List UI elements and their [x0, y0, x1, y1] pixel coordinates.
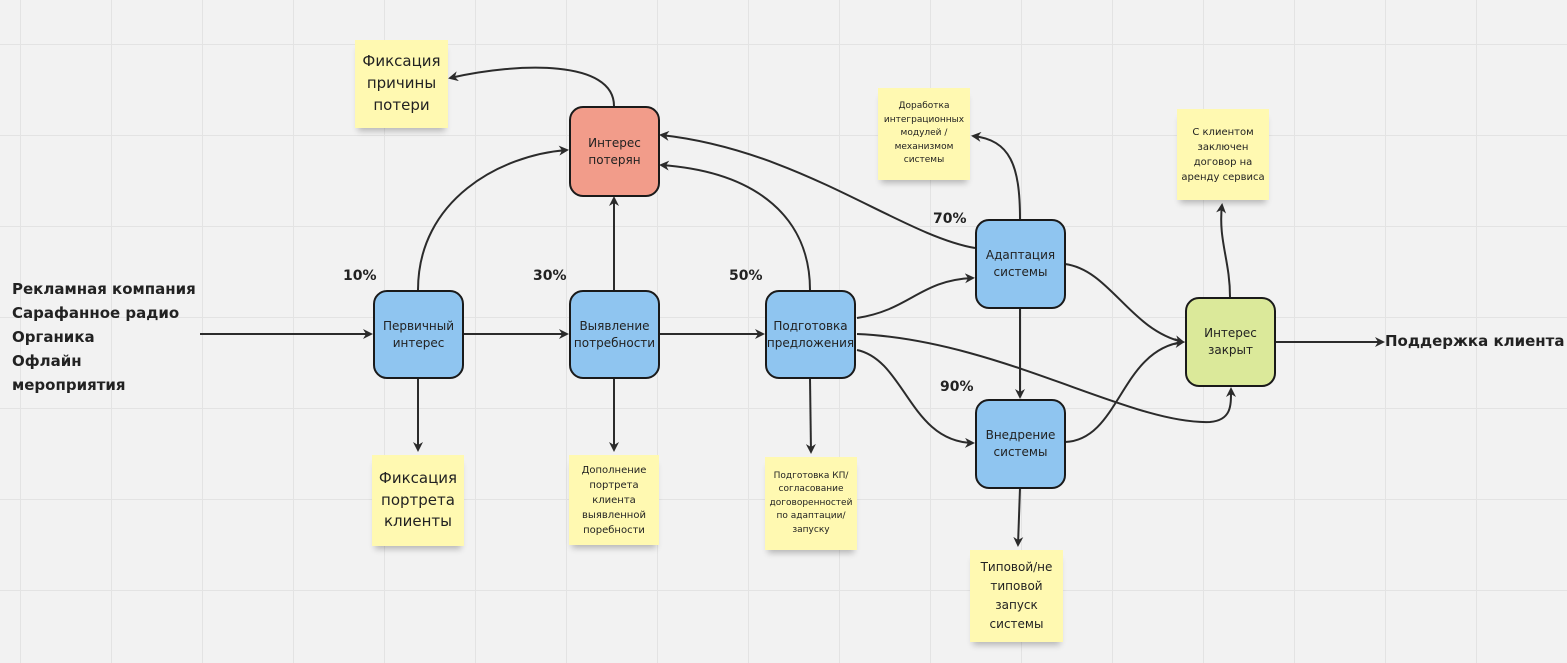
client-support-label: Поддержка клиента	[1385, 332, 1565, 350]
percent-90: 90%	[940, 379, 974, 395]
sticky-contract[interactable]: С клиентом заключен договор на аренду се…	[1177, 109, 1269, 200]
arrow-offer-implement	[856, 349, 975, 448]
percent-50: 50%	[729, 268, 763, 284]
sticky-launch[interactable]: Типовой/не типовой запуск системы	[970, 550, 1063, 642]
node-adaptation[interactable]: Адаптация системы	[975, 219, 1066, 309]
arrow-offer-kp	[805, 377, 816, 454]
sticky-loss-reason[interactable]: Фиксация причины потери	[355, 40, 448, 128]
lead-sources: Рекламная компания Сарафанное радио Орга…	[12, 280, 196, 394]
arrow-adapt-closed	[1064, 263, 1185, 346]
arrow-adapt-lost	[659, 130, 976, 249]
arrow-offer-closed	[856, 333, 1237, 424]
node-interest-closed[interactable]: Интерес закрыт	[1185, 297, 1276, 387]
percent-10: 10%	[343, 268, 377, 284]
sticky-kp[interactable]: Подготовка КП/ согласование договореннос…	[765, 457, 857, 550]
arrow-implement-launch	[1013, 487, 1024, 547]
percent-30: 30%	[533, 268, 567, 284]
arrow-offer-adapt	[856, 273, 975, 319]
node-primary-interest[interactable]: Первичный интерес	[373, 290, 464, 379]
node-needs[interactable]: Выявление потребности	[569, 290, 660, 379]
percent-70: 70%	[933, 211, 967, 227]
sticky-portrait-add[interactable]: Дополнение портрета клиента выявленной п…	[569, 455, 659, 545]
arrow-implement-closed	[1064, 338, 1185, 443]
arrow-adapt-integration	[971, 131, 1021, 220]
node-interest-lost[interactable]: Интерес потерян	[569, 106, 660, 197]
sticky-portrait[interactable]: Фиксация портрета клиенты	[372, 455, 464, 546]
arrow-offer-lost	[659, 160, 811, 291]
arrow-closed-contract	[1216, 203, 1231, 298]
arrow-lost-reason	[448, 66, 615, 107]
arrow-primary-lost	[417, 145, 569, 291]
sticky-integration[interactable]: Доработка интеграционных модулей / механ…	[878, 88, 970, 180]
node-implementation[interactable]: Внедрение системы	[975, 399, 1066, 489]
node-offer[interactable]: Подготовка предложения	[765, 290, 856, 379]
